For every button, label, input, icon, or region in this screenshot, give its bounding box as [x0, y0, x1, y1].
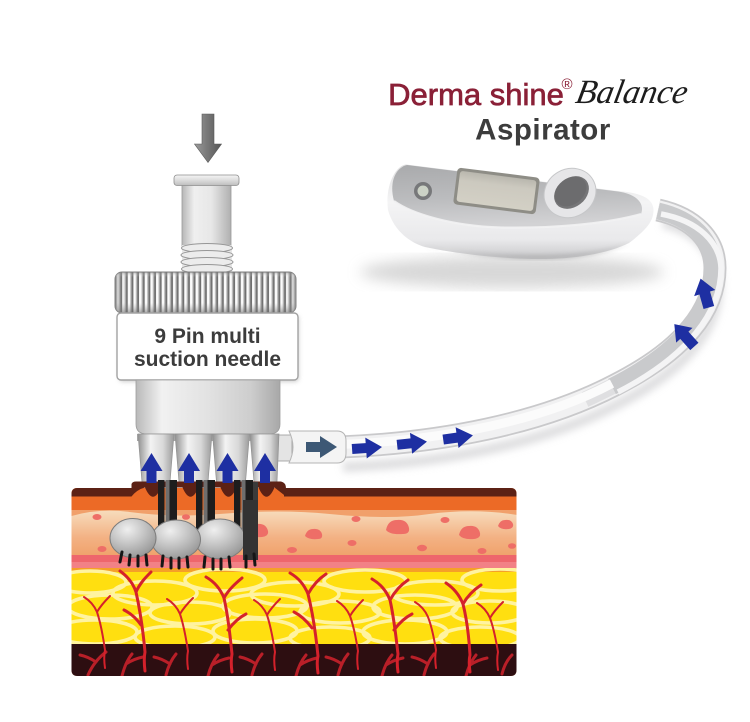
- svg-text:Aspirator: Aspirator: [475, 114, 611, 147]
- svg-text:Balance: Balance: [573, 73, 692, 111]
- svg-text:9 Pin multi: 9 Pin multi: [154, 325, 260, 348]
- svg-text:Derma shine: Derma shine: [388, 77, 564, 112]
- svg-text:suction needle: suction needle: [134, 348, 281, 371]
- svg-text:®: ®: [561, 76, 572, 93]
